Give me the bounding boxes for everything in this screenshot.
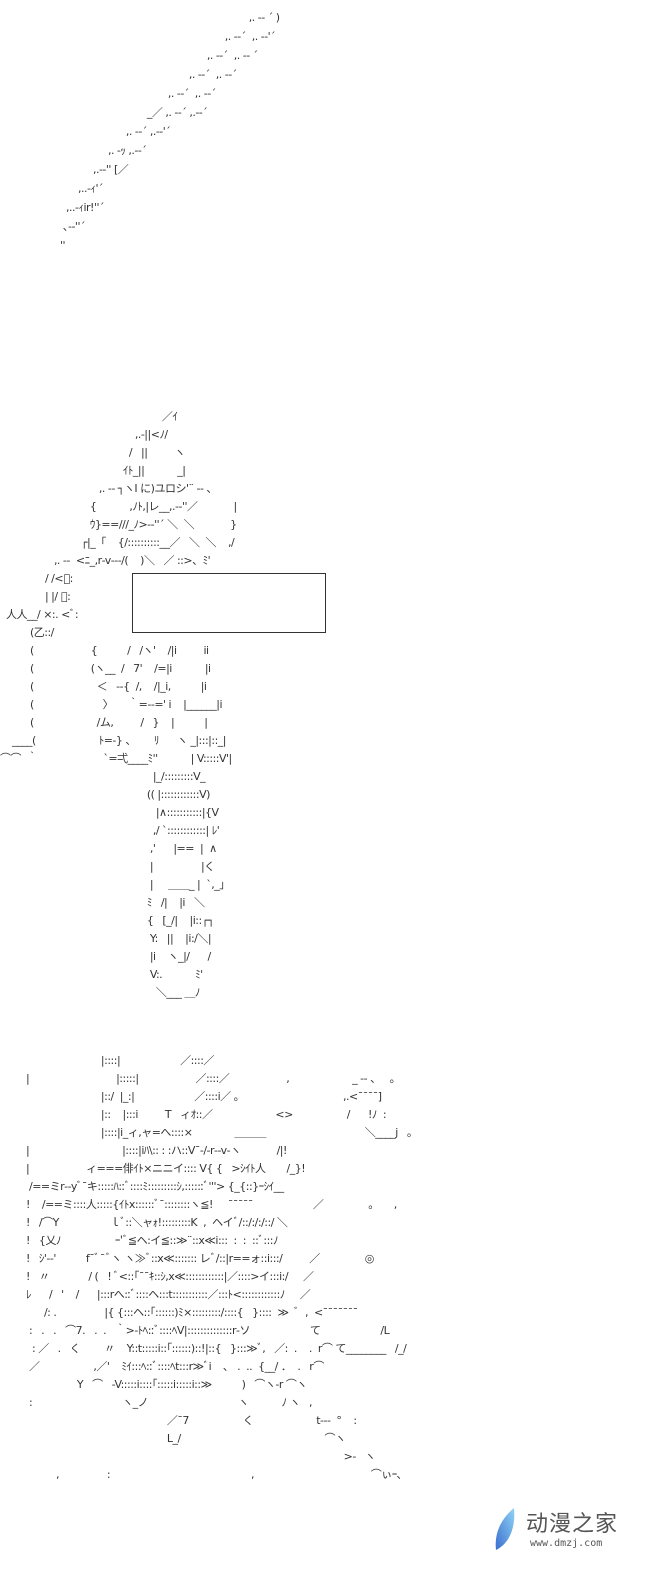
ascii-art-line: ( 〉 ｀=‐‐=' i |______|i [0, 698, 223, 711]
ascii-art-line: ,.-‐'' [／ [60, 163, 129, 176]
ascii-art-line: | ＿＿_ | `,_」 [0, 878, 230, 891]
ascii-art-line: (乙::/ [0, 626, 54, 639]
ascii-art-line: ,..-ｨir!''´ [60, 201, 105, 214]
ascii-art-line: ____( ﾄ=-} 、 ﾘ ヽ _|:::|::_| [0, 734, 227, 747]
ascii-art-line: : ／ . く 〃 Y::t:::::i::｢::::::)::!|::{ }:… [20, 1342, 407, 1355]
ascii-art-line: ,. -‐´ ,. -‐´ [60, 68, 237, 81]
feather-logo-icon [495, 1508, 515, 1550]
ascii-art-line: _／ ,. -‐´ ,.-‐´ [60, 106, 208, 119]
ascii-art-line: ,/ `::::::::::::| ﾚ' [0, 824, 220, 837]
watermark-name: 动漫之家 [526, 1512, 619, 1537]
ascii-art-line: ,' |== | ∧ [0, 842, 217, 855]
ascii-art-line: | |::::|iﾊ\:: : :ハ::V¯‐/‐r‐‐v‐ヽ /|! [20, 1144, 287, 1157]
ascii-art-line: ／ｲ [0, 410, 178, 423]
ascii-art-line: ,. -‐´ ,. -‐'´ [60, 30, 276, 43]
ascii-art-line: '' [60, 239, 66, 252]
ascii-art-line: ﾐ /| |i ＼ [0, 896, 205, 909]
ascii-art-line: / /<ﾞ: [0, 572, 73, 585]
ascii-art-line: ,. ‐‐ <ﾆ_,r‐v‐‐‐/( )＼ ／ ::>、ﾐ' [0, 554, 211, 567]
ascii-art-line: ,. -‐ ´ ) [60, 11, 280, 24]
watermark-url: www.dmzj.com [530, 1538, 603, 1549]
ascii-art-line: |:: |:::i T ィｵ::／ <> / !ﾉ : [20, 1108, 387, 1121]
ascii-art-line: |i ヽ_|/ / [0, 950, 211, 963]
ascii-art-line: /: . |{ {:::ヘ::｢::::::)ﾐ×:::::::::/::::{… [20, 1306, 358, 1319]
ascii-art-line: ( { / /ヽ' /|i ii [0, 644, 209, 657]
ascii-art-line: ,.-||<ﾉ/ [0, 428, 168, 441]
ascii-art-line: |::/ |_:| ／::::i／ 。 ,.<¯¯¯¯] [20, 1090, 382, 1103]
ascii-art-line: , : , ⌒ぃｰ､ [20, 1468, 402, 1481]
blank-sign-board [132, 573, 326, 633]
ascii-art-line: L_/ ⌒ヽ [20, 1432, 346, 1445]
ascii-art-line: ( ＜ ‐‐{ /, /|_i, |i [0, 680, 207, 693]
ascii-art-line: ⌒⌒ ｀ `=弌____ﾐ'' | V:::::V'| [0, 752, 232, 765]
ascii-art-line: Y: || |i:/＼| [0, 932, 212, 945]
ascii-art-line: ,. -ｯ ,.-‐´ [60, 144, 147, 157]
ascii-art-line: ﾚ / ' / |:::rへ::ﾞ::::ヘ:::t:::::::::::／::… [20, 1288, 311, 1301]
ascii-art-line: : ヽ_ノ ヽ ﾉ ヽ , [20, 1396, 312, 1409]
ascii-art-line: Y ⌒ ‐V:::::i::::｢:::::i:::::i::≫ ) ⌒ヽ-r … [20, 1378, 307, 1391]
ascii-art-line: ､-‐''´ [60, 220, 85, 233]
ascii-art-line: /==ミr‐‐yﾞ¯キ:::::ﾊ::ﾞ::::ﾐ:::::::::ｼ,::::… [20, 1180, 284, 1193]
ascii-art-line: | |:::::| ／::::／ , _ ‐‐ 、 。 [20, 1072, 401, 1085]
ascii-art-line: >‐ ヽ [20, 1450, 376, 1463]
ascii-art-line: ┌|_「 {/::::::::::__／ ＼ ＼ ,/ [0, 536, 235, 549]
ascii-art-line: ,. -‐´ ,.-‐'´ [60, 125, 171, 138]
ascii-art-line: 人人__/ ×:. <ﾞ: [0, 608, 79, 621]
ascii-art-line: ｲﾄ_|| _| [0, 464, 186, 477]
ascii-art-line: V:. ﾐ' [0, 968, 203, 981]
ascii-art-line: ｳ}==///_ﾉ>-‐''´ ＼ ＼ } [0, 518, 237, 531]
ascii-art-line: ! ｼ'‐‐' f¯ﾞ¯ﾞヽ ヽ≫ﾞ::x≪::::::: レﾞ/::|r==ォ… [20, 1252, 374, 1265]
ascii-art-line: |_/:::::::::V_ [0, 770, 206, 783]
figure-ascii-art: ／ｲ ,.-||<ﾉ/ / || ヽ ｲﾄ_|| _| [0, 408, 237, 1002]
ascii-art-line: / || ヽ [0, 446, 186, 459]
ascii-art-line: ! /⌒Y ｌﾞ::＼ャｫ!:::::::::K , ヘイﾞ/::/:/:/::… [20, 1216, 288, 1229]
ascii-art-line: ( (ヽ__ / 7' /=|i |i [0, 662, 211, 675]
ascii-art-line: ! /==ミ::::人:::::{ｲﾄx::::::ﾞ¯::::::::ヽ≦! … [20, 1198, 397, 1211]
ascii-art-line: : . . ⌒7. . . ｀>‐ﾄﾍ::ﾞ::::ﾍV|:::::::::::… [20, 1324, 390, 1337]
ascii-art-line: ,. -‐´ ,. -‐´ [60, 87, 216, 100]
ascii-art-line: (( |::::::::::::V) [0, 788, 211, 801]
ascii-art-line: ,. ‐‐ ┐ヽI に)ユロシ'¨ ‐‐ 、 [0, 482, 218, 495]
ascii-art-line: ／ ,／' ﾐｲ:::ﾍ::ﾞ::::ﾍt:::r≫ﾞi ､ . .. {__/… [20, 1360, 324, 1373]
ascii-art-line: { [_/| |i::┌┐ [0, 914, 215, 927]
ascii-art-line: { ,ﾉﾄ,|レ__,.-‐''／ | [0, 500, 237, 513]
ascii-art-line: ,..-ｨ'´ [60, 182, 103, 195]
ascii-art-line: |∧:::::::::::|{V [0, 806, 219, 819]
dmzj-watermark: 动漫之家 www.dmzj.com [492, 1502, 642, 1562]
ascii-art-line: ! 〃 / ( ! ﾞ<::｢¯¯ｷ::ｼ,x≪::::::::::::|／::… [20, 1270, 314, 1283]
scene-ascii-art: |::::| ／::::／ | |:::::| ／::::／ , _ ‐‐ 、 … [20, 1052, 418, 1484]
ascii-art-line: |::::|i_ィ,ャ=へ::::× ＿＿＿ ＼____j 。 [20, 1126, 418, 1139]
ascii-art-line: | |く [0, 860, 215, 873]
sword-ascii-art: ,. -‐ ´ ) ,. -‐´ ,. -‐'´ ,. -‐´ ,. -‐ ´ … [60, 8, 280, 255]
ascii-art-line: |::::| ／::::／ [20, 1054, 214, 1067]
ascii-art-line: | |/ ﾞ: [0, 590, 71, 603]
ascii-art-line: ,. -‐´ ,. -‐ ´ [60, 49, 258, 62]
ascii-art-line: | ィ===俳ｲﾄ×ニニイ:::: V{ { >ｼｲﾄ人 /_}! [20, 1162, 306, 1175]
ascii-art-line: ! {乂ﾉ ｰ'ﾞ≦ヘ:イ≦::≫¨::x≪i::: : : ::ﾞ:::ﾉ [20, 1234, 279, 1247]
ascii-art-line: ／¯7 く t‐‐‐ ° : [20, 1414, 357, 1427]
ascii-art-line: ＼___ ＿ﾉ [0, 986, 201, 999]
ascii-art-line: ( /ム, / } | | [0, 716, 208, 729]
